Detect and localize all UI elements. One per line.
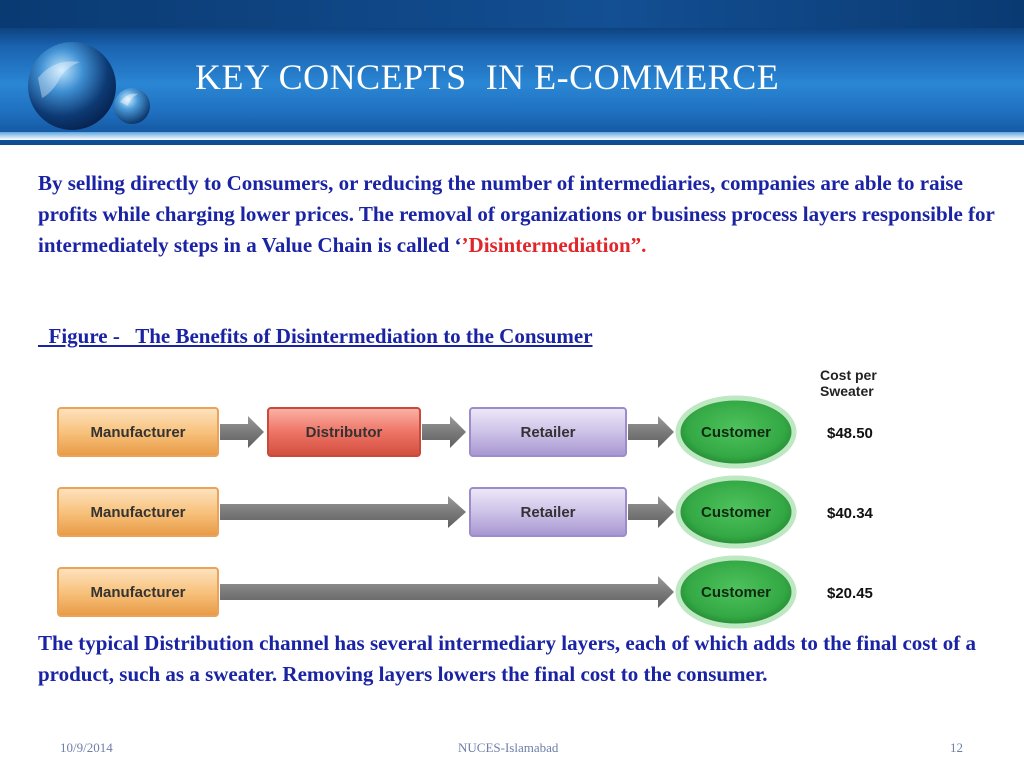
disintermediation-term: ’Disintermediation”. <box>461 233 647 257</box>
disintermediation-diagram: Cost per Sweater Manufacturer Distributo… <box>57 367 877 629</box>
retailer-label: Retailer <box>520 424 575 441</box>
conclusion-block: The typical Distribution channel has sev… <box>38 628 1018 690</box>
retailer-box <box>469 407 627 457</box>
distributor-label: Distributor <box>306 424 383 441</box>
channel-arrow <box>220 416 264 448</box>
manufacturer-label: Manufacturer <box>90 504 185 521</box>
customer-oval <box>675 395 797 469</box>
header-bottom-line <box>0 132 1024 140</box>
footer-page-number: 12 <box>950 740 963 755</box>
footer-date: 10/9/2014 <box>60 740 113 755</box>
manufacturer-box <box>57 487 219 537</box>
customer-label: Customer <box>701 424 771 441</box>
manufacturer-box <box>57 567 219 617</box>
channel-arrow <box>628 416 674 448</box>
intro-block: By selling directly to Consumers, or red… <box>38 168 1013 261</box>
manufacturer-label: Manufacturer <box>90 584 185 601</box>
cost-header-line1: Cost per <box>820 367 877 383</box>
cost-value: $48.50 <box>827 425 873 442</box>
customer-label: Customer <box>701 504 771 521</box>
footer-organization: NUCES-Islamabad <box>458 740 559 755</box>
manufacturer-box <box>57 407 219 457</box>
cost-value: $40.34 <box>827 505 874 522</box>
retailer-label: Retailer <box>520 504 575 521</box>
customer-oval <box>675 475 797 549</box>
customer-label: Customer <box>701 584 771 601</box>
slide-title: KEY CONCEPTS IN E-COMMERCE <box>195 57 780 97</box>
cost-header-line2: Sweater <box>820 383 874 399</box>
globe-logo-icon <box>28 42 150 130</box>
slide-header: KEY CONCEPTS IN E-COMMERCE <box>0 0 1024 145</box>
conclusion-paragraph: The typical Distribution channel has sev… <box>38 631 976 686</box>
intro-paragraph: By selling directly to Consumers, or red… <box>38 168 1013 261</box>
channel-arrow <box>220 496 466 528</box>
manufacturer-label: Manufacturer <box>90 424 185 441</box>
distributor-box <box>267 407 421 457</box>
channel-arrow <box>220 576 674 608</box>
channel-row-1: Manufacturer Distributor Retailer Custom… <box>57 395 873 469</box>
channel-row-2: Manufacturer Retailer Customer $40.34 <box>57 475 874 549</box>
figure-caption: Figure - The Benefits of Disintermediati… <box>38 324 593 348</box>
channel-row-3: Manufacturer Customer $20.45 <box>57 555 873 629</box>
channel-arrow <box>628 496 674 528</box>
customer-oval <box>675 555 797 629</box>
channel-arrow <box>422 416 466 448</box>
header-top-band <box>0 0 1024 28</box>
cost-value: $20.45 <box>827 585 873 602</box>
intro-text: By selling directly to Consumers, or red… <box>38 171 995 257</box>
retailer-box <box>469 487 627 537</box>
